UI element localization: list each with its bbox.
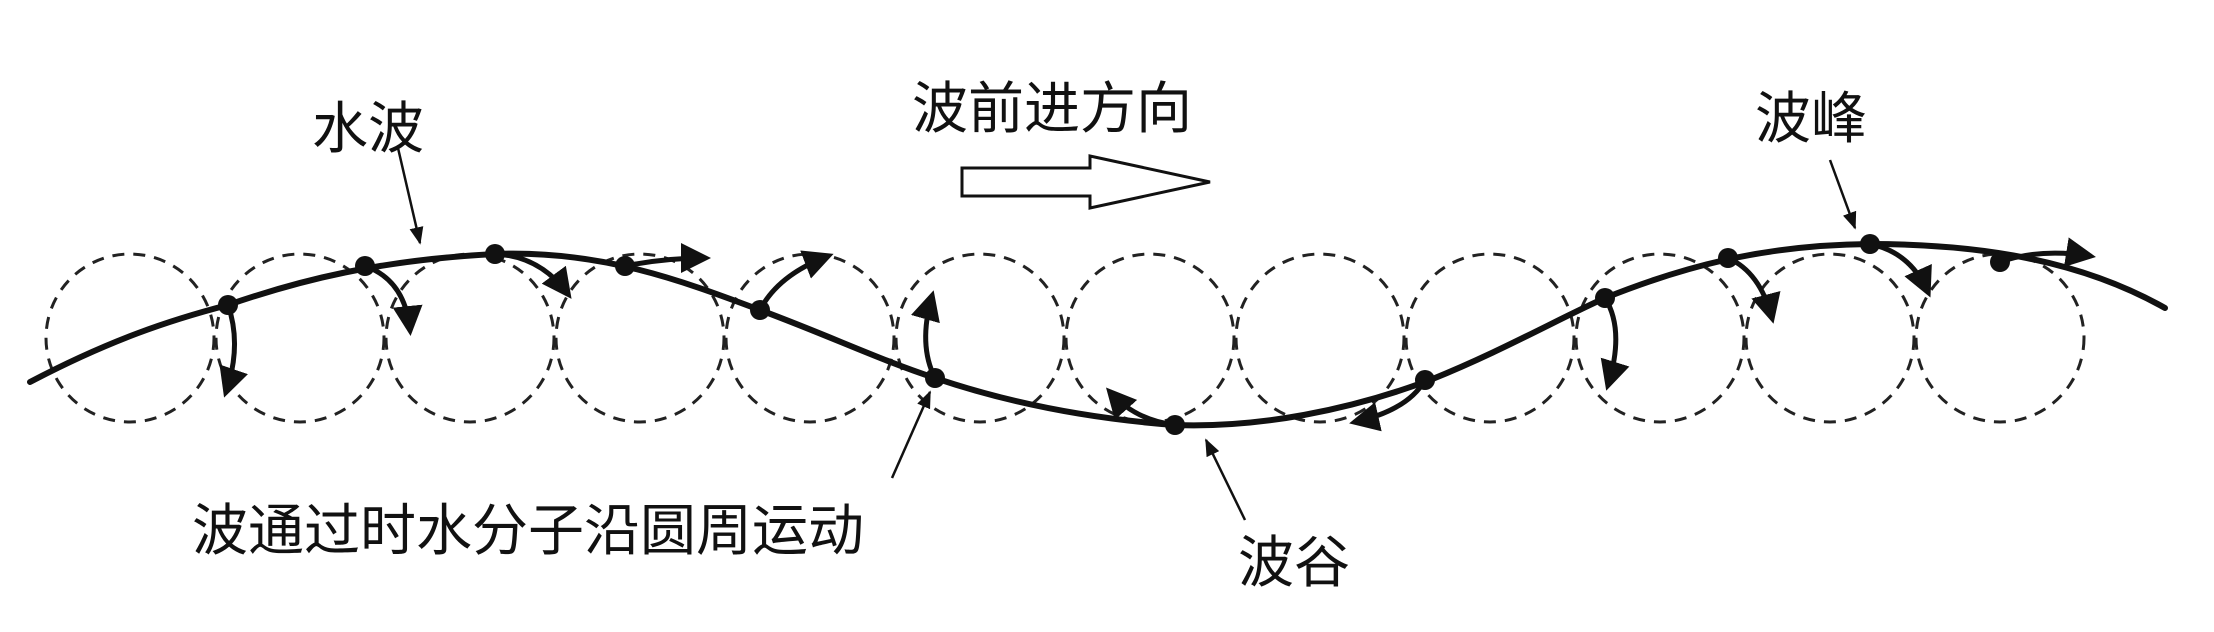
- orbit-circle: [1744, 252, 1916, 424]
- orbit-circles: [44, 252, 2086, 424]
- water-molecule-dot: [1718, 248, 1738, 268]
- orbit-circle: [1574, 252, 1746, 424]
- water-molecule-dot: [1990, 252, 2010, 272]
- motion-arrow: [492, 251, 572, 299]
- orbit-circle: [724, 252, 896, 424]
- water-molecule-dot: [218, 295, 238, 315]
- crest-leader-line: [1828, 159, 1857, 230]
- orbit-circle: [1914, 252, 2086, 424]
- orbit-circle: [44, 252, 216, 424]
- water-molecule-dot: [485, 244, 505, 264]
- motion-arrow: [622, 243, 711, 274]
- orbit-circle: [214, 252, 386, 424]
- orbit-circle: [1404, 252, 1576, 424]
- molecule-motion-leader-line: [890, 390, 932, 479]
- water-molecule-dot: [925, 368, 945, 388]
- orbit-circle: [1234, 252, 1406, 424]
- water-molecule-dot: [1860, 234, 1880, 254]
- water-molecules: [218, 234, 2010, 435]
- direction-label: 波前进方向: [912, 77, 1192, 142]
- water-molecule-dot: [1165, 415, 1185, 435]
- water-wave-curve: [27, 240, 2168, 429]
- motion-arrow: [910, 290, 940, 381]
- molecule-motion-arrows: [219, 237, 2096, 432]
- water-wave-label: 水波: [312, 97, 424, 162]
- direction-arrow-icon: [960, 154, 1211, 210]
- water-molecule-dot: [355, 256, 375, 276]
- water-molecule-dot: [1595, 288, 1615, 308]
- crest-label: 波峰: [1755, 87, 1867, 152]
- orbit-circle: [1064, 252, 1236, 424]
- trough-leader-line: [1204, 438, 1247, 521]
- molecule-motion-label: 波通过时水分子沿圆周运动: [192, 499, 864, 564]
- water-molecule-dot: [615, 256, 635, 276]
- orbit-circle: [384, 252, 556, 424]
- motion-arrow: [757, 250, 834, 313]
- motion-arrow: [1725, 255, 1781, 324]
- motion-arrow: [1600, 295, 1630, 391]
- water-wave-leader-line: [396, 147, 424, 245]
- orbit-circle: [554, 252, 726, 424]
- trough-label: 波谷: [1238, 531, 1350, 596]
- water-molecule-dot: [1415, 370, 1435, 390]
- orbit-circle: [894, 252, 1066, 424]
- water-molecule-dot: [750, 300, 770, 320]
